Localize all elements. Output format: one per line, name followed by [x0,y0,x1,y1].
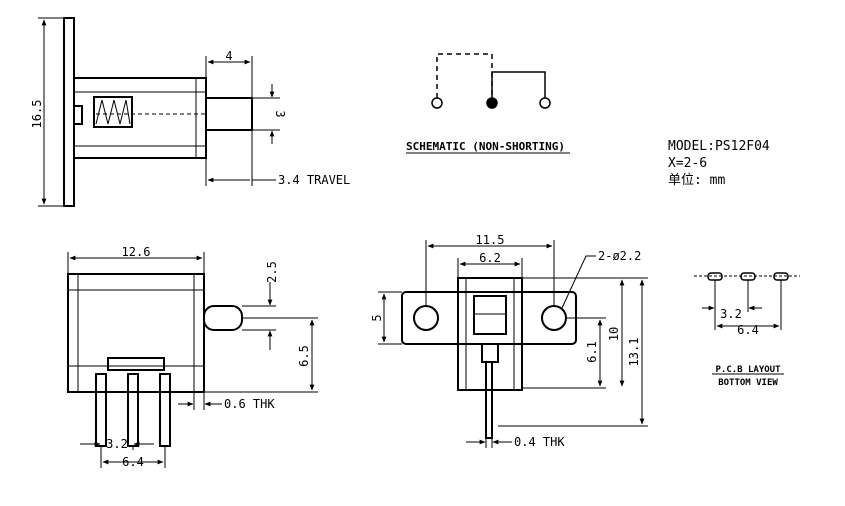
schematic: SCHEMATIC (NON-SHORTING) [406,53,570,154]
mount-hole-left [413,305,439,331]
hole-label: 2-ø2.2 [598,249,641,263]
spring [95,99,131,125]
end-thickness-label: 0.4 THK [514,435,565,449]
contact-common [486,97,498,109]
pcb-caption-1: P.C.B LAYOUT [715,365,781,375]
lead-base [481,343,499,363]
end-housing [457,277,523,391]
actuator [203,305,243,331]
dim-top-label: 4 [225,49,232,63]
model-label: MODEL:PS12F04 [668,139,770,154]
lead [485,361,493,439]
front-width-label: 12.6 [122,245,151,259]
model-info: MODEL:PS12F04 X=2-6 单位: mm [668,138,770,189]
contact-open-right [539,97,551,109]
mount-hole-right [541,305,567,331]
pcb-span-label: 6.4 [737,323,759,337]
unit-label: 单位: mm [668,173,726,188]
pin-3 [159,373,171,447]
height-label: 16.5 [30,100,44,129]
front-body [67,273,205,393]
base-block [107,357,165,371]
dim-131-label: 13.1 [627,338,641,367]
dim-10-label: 10 [607,327,621,341]
pcb-pitch-label: 3.2 [720,307,742,321]
pcb-caption-2: BOTTOM VIEW [718,378,778,388]
front-view: 12.6 2.5 6.5 0.6 THK 3.2 6.4 [67,245,318,469]
pad-2 [740,272,756,281]
travel-label: 3.4 TRAVEL [278,173,350,187]
end-inner-label: 6.2 [479,251,501,265]
dim-25-label: 2.5 [265,261,279,283]
front-thickness-label: 0.6 THK [224,397,275,411]
schematic-caption: SCHEMATIC (NON-SHORTING) [406,140,565,153]
dim-right-label: 3 [273,110,287,117]
flange [401,291,577,345]
pcb-layout: 3.2 6.4 P.C.B LAYOUT BOTTOM VIEW [694,272,800,388]
end-width-label: 11.5 [476,233,505,247]
plunger-tip [73,105,83,125]
window [473,295,507,335]
side-view: 16.5 4 3 3.4 TRAVEL [30,17,350,207]
dim-61-label: 6.1 [585,341,599,363]
dim-65-label: 6.5 [297,345,311,367]
x-range-label: X=2-6 [668,156,708,171]
spring-housing [93,96,133,128]
end-view: 11.5 6.2 2-ø2.2 5 6.1 10 13.1 0.4 THK [370,233,648,449]
pin-2 [127,373,139,447]
mounting-plate [63,17,75,207]
front-pitch-label: 3.2 [106,437,128,451]
pin-1 [95,373,107,447]
plunger [205,97,253,131]
contact-open-left [431,97,443,109]
front-span-label: 6.4 [122,455,144,469]
end-left-label: 5 [370,314,384,321]
